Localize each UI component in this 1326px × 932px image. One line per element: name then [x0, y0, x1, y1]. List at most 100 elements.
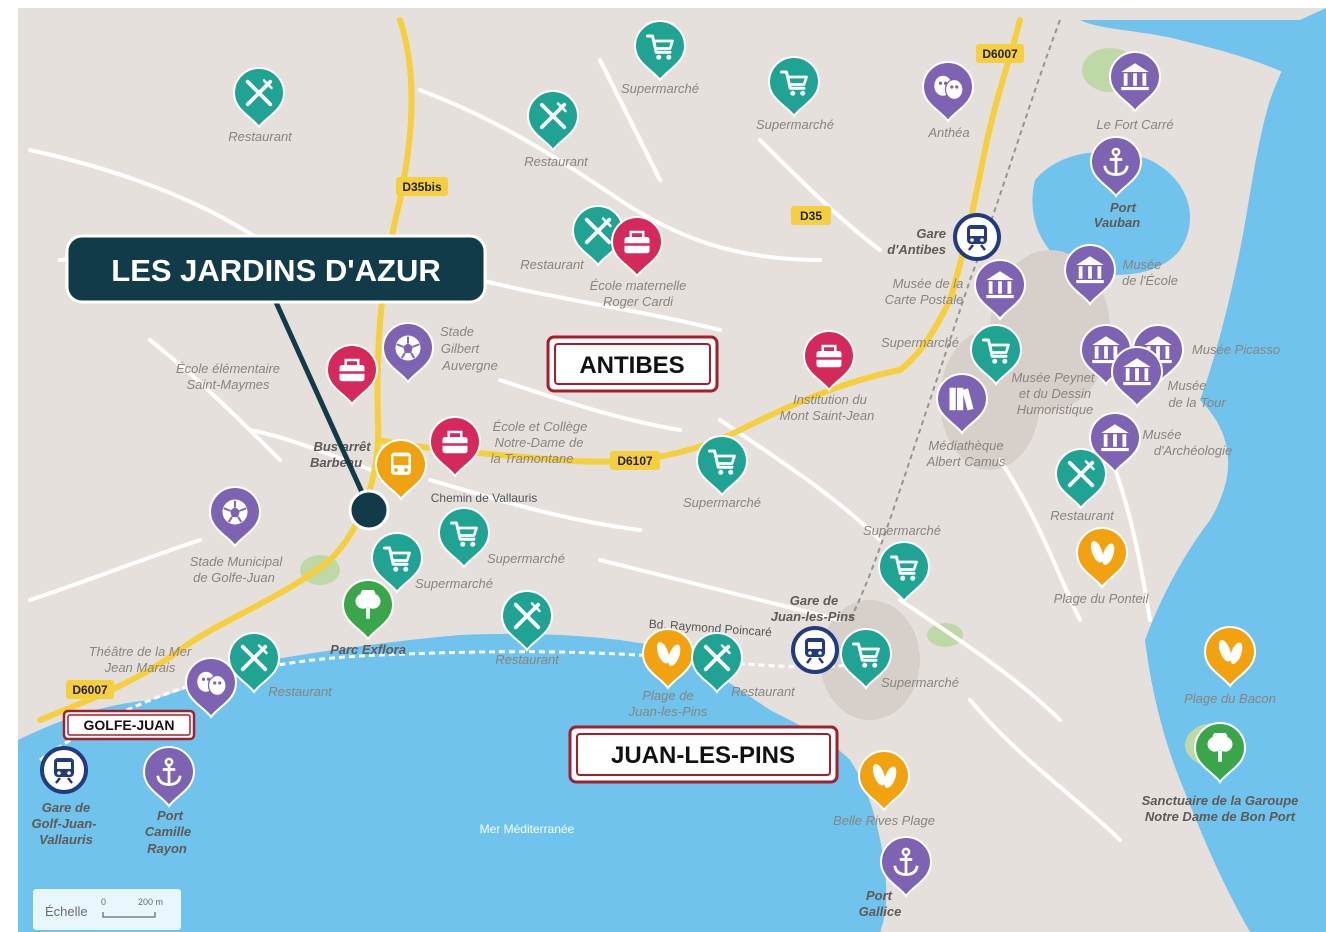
port-pin[interactable] — [1089, 136, 1143, 198]
supermarket-pin[interactable] — [695, 435, 749, 497]
beach-pin[interactable] — [1203, 626, 1257, 688]
train-icon — [54, 758, 74, 784]
museum-pin[interactable] — [1063, 244, 1117, 306]
supermarket-pin[interactable] — [633, 20, 687, 82]
supermarket-pin[interactable] — [370, 532, 424, 594]
sea-east — [1145, 8, 1326, 932]
museum-pin[interactable] — [973, 259, 1027, 321]
supermarket-pin[interactable] — [969, 324, 1023, 386]
label-supermarche: Supermarché — [683, 495, 761, 510]
restaurant-pin[interactable] — [690, 632, 744, 694]
road-tag-d35bis: D35bis — [396, 177, 448, 196]
theatre-pin[interactable] — [184, 657, 238, 719]
label-gare-antibes: Gare — [916, 226, 946, 241]
school-pin[interactable] — [428, 416, 482, 478]
label-belle-rives: Belle Rives Plage — [833, 813, 935, 828]
stadium-pin[interactable] — [381, 322, 435, 384]
label-musee-peynet: et du Dessin — [1019, 386, 1091, 401]
svg-text:D35bis: D35bis — [402, 180, 442, 194]
label-stade-gilbert: Auvergne — [441, 358, 498, 373]
bus-pin[interactable] — [374, 439, 428, 501]
port-pin[interactable] — [142, 746, 196, 808]
theatre-pin[interactable] — [921, 61, 975, 123]
label-port-gallice: Port — [866, 888, 893, 903]
beach-pin[interactable] — [641, 628, 695, 690]
svg-text:ANTIBES: ANTIBES — [579, 352, 684, 379]
label-musee-carte: Carte Postale — [885, 292, 964, 307]
label-gare-golfe: Vallauris — [39, 832, 93, 847]
label-restaurant: Restaurant — [731, 684, 796, 699]
label-musee-tour: Musée — [1167, 378, 1206, 393]
label-plage-bacon: Plage du Bacon — [1184, 691, 1276, 706]
town-sign-golfe: GOLFE-JUAN — [62, 709, 196, 741]
stadium-pin[interactable] — [208, 486, 262, 548]
school-pin[interactable] — [610, 216, 664, 278]
restaurant-pin[interactable] — [500, 590, 554, 652]
restaurant-pin[interactable] — [526, 90, 580, 152]
label-ecole-college: École et Collège — [493, 419, 588, 434]
label-supermarche: Supermarché — [863, 523, 941, 538]
svg-text:D6007: D6007 — [72, 683, 108, 697]
supermarket-pin[interactable] — [437, 507, 491, 569]
label-musee-archeologie: Musée — [1142, 427, 1181, 442]
label-stade-municipal: de Golfe-Juan — [193, 570, 275, 585]
label-port-camille: Camille — [145, 824, 191, 839]
supermarket-pin[interactable] — [839, 628, 893, 690]
label-ecole-college: Notre-Dame de — [495, 435, 584, 450]
street-label-vallauris: Chemin de Vallauris — [431, 491, 538, 505]
svg-text:D6007: D6007 — [982, 47, 1018, 61]
school-pin[interactable] — [325, 344, 379, 406]
port-vauban-basin — [1032, 151, 1190, 275]
label-gare-juan: Gare de — [790, 593, 838, 608]
label-gare-golfe: Gare de — [42, 800, 90, 815]
bus-icon — [391, 452, 411, 475]
label-port-vauban: Vauban — [1094, 215, 1141, 230]
svg-text:D35: D35 — [800, 209, 822, 223]
supermarket-pin[interactable] — [767, 56, 821, 118]
label-mediatheque: Médiathèque — [928, 438, 1003, 453]
label-theatre: Jean Marais — [104, 660, 176, 675]
label-restaurant: Restaurant — [228, 129, 293, 144]
label-stade-gilbert: Stade — [440, 324, 474, 339]
beach-pin[interactable] — [857, 750, 911, 812]
label-fort-carre: Le Fort Carré — [1096, 117, 1173, 132]
library-pin[interactable] — [935, 373, 989, 435]
label-restaurant: Restaurant — [520, 257, 585, 272]
scale-box: Échelle 0 200 m — [33, 889, 181, 930]
museum-pin[interactable] — [1110, 346, 1164, 408]
label-gare-juan: Juan-les-Pins — [771, 609, 856, 624]
label-ecole-maternelle: École maternelle — [590, 278, 687, 293]
school-pin[interactable] — [802, 330, 856, 392]
restaurant-pin[interactable] — [232, 67, 286, 129]
label-port-gallice: Gallice — [859, 904, 902, 919]
label-parc-exflora: Parc Exflora — [330, 642, 406, 657]
town-sign-antibes: ANTIBES — [546, 335, 719, 393]
callout-box[interactable]: LES JARDINS D'AZUR — [65, 234, 487, 304]
stadium-icon — [394, 334, 422, 362]
park-pin[interactable] — [341, 579, 395, 641]
museum-pin[interactable] — [1108, 51, 1162, 113]
town-sign-juan: JUAN-LES-PINS — [568, 725, 839, 784]
train-station-pin[interactable] — [791, 626, 839, 674]
label-ecole-maternelle: Roger Cardi — [603, 294, 674, 309]
museum-pin[interactable] — [1088, 412, 1142, 474]
label-ecole-elementaire: Saint-Maymes — [186, 377, 270, 392]
road-tag-d6007-left: D6007 — [66, 680, 114, 699]
location-marker[interactable] — [348, 489, 390, 531]
train-station-pin[interactable] — [953, 213, 1001, 261]
port-pin[interactable] — [879, 836, 933, 898]
label-restaurant: Restaurant — [268, 684, 333, 699]
label-ecole-elementaire: École élémentaire — [176, 361, 280, 376]
park-juan — [927, 623, 963, 647]
park-pin[interactable] — [1193, 722, 1247, 784]
label-gare-golfe: Golf-Juan- — [32, 816, 97, 831]
label-ecole-college: la Tramontane — [491, 451, 574, 466]
sea-area — [18, 633, 887, 932]
restaurant-pin[interactable] — [1054, 448, 1108, 510]
road-tag-d35: D35 — [791, 206, 831, 225]
supermarket-pin[interactable] — [877, 541, 931, 603]
callout-title: LES JARDINS D'AZUR — [111, 253, 440, 288]
train-station-pin[interactable] — [40, 746, 88, 794]
beach-pin[interactable] — [1075, 527, 1129, 589]
